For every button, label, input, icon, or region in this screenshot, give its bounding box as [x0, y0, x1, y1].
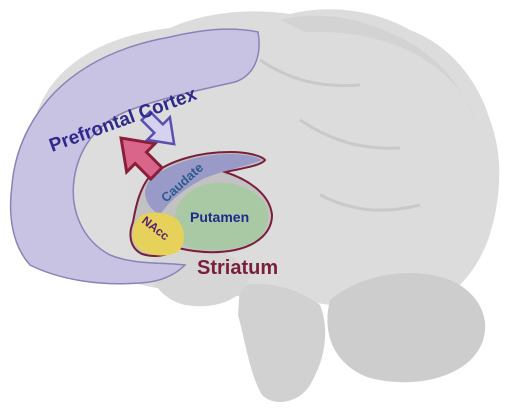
brainstem-shape — [238, 283, 326, 403]
putamen-region — [173, 182, 268, 251]
arrow-up-right-icon — [119, 136, 165, 182]
caudate-region — [145, 154, 262, 215]
putamen-label: Putamen — [190, 209, 249, 225]
prefrontal-cortex-region — [9, 28, 260, 285]
temporal-lobe-shape — [150, 243, 250, 307]
cortex-fold-shading — [280, 15, 475, 120]
striatum-label: Striatum — [197, 257, 278, 279]
nacc-region — [132, 212, 184, 256]
cerebellum-shape — [327, 272, 486, 383]
arrow-down-left-icon — [139, 109, 176, 146]
sulcus-line — [259, 58, 421, 212]
